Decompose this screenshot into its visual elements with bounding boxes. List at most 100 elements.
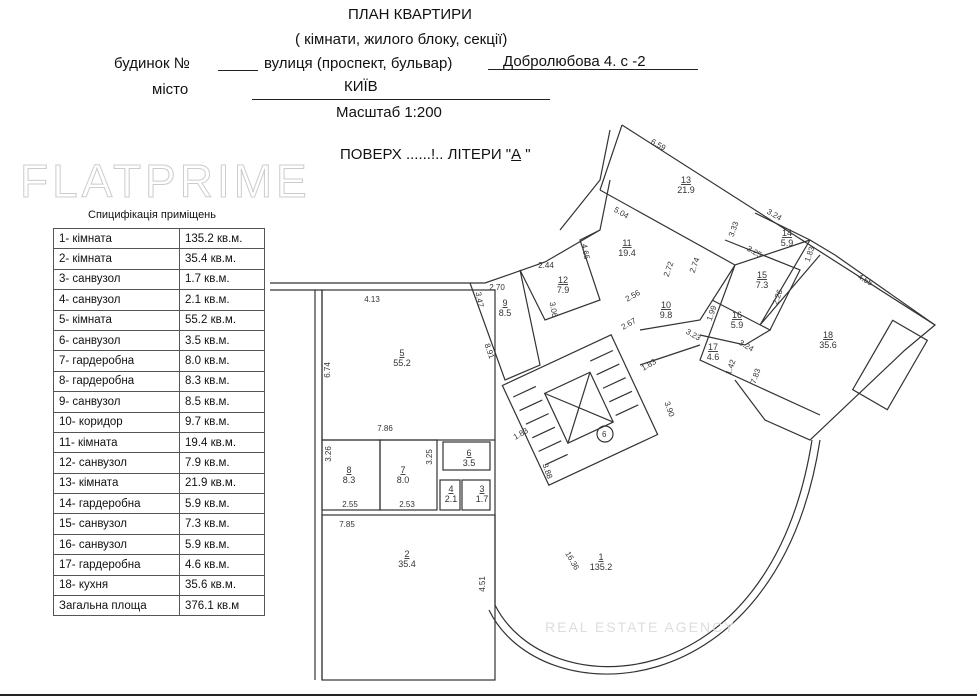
room-number: 14 — [782, 228, 792, 238]
room-number: 13 — [681, 175, 691, 185]
room-number: 16 — [732, 310, 742, 320]
dimension-label: 4.65 — [580, 243, 592, 260]
walls — [270, 124, 936, 681]
room-number: 18 — [823, 330, 833, 340]
room-area-label: 2.1 — [445, 494, 458, 504]
city-line — [252, 99, 550, 100]
dimension-label: 3.25 — [425, 449, 434, 465]
letter-label: .. ЛІТЕРИ " — [435, 146, 512, 163]
room-number: 1 — [598, 552, 603, 562]
dimension-label: 4.55 — [856, 272, 874, 288]
street-line — [488, 69, 698, 70]
dimension-label: 7.85 — [339, 520, 355, 529]
house-label: будинок № — [114, 55, 190, 72]
room-area-label: 7.9 — [557, 285, 570, 295]
room-area-label: 55.2 — [393, 358, 411, 368]
room-area-label: 8.5 — [499, 308, 512, 318]
dimension-label: 5.04 — [612, 205, 630, 221]
room-area-label: 3.5 — [463, 458, 476, 468]
room-number: 6 — [466, 448, 471, 458]
dimension-label: 3.23 — [684, 327, 702, 343]
city-value: КИЇВ — [344, 78, 378, 95]
room-area-label: 5.9 — [781, 238, 794, 248]
room-number: 9 — [502, 298, 507, 308]
dimension-label: 3.90 — [662, 400, 676, 418]
room-area-label: 8.3 — [343, 475, 356, 485]
watermark-subtext: REAL ESTATE AGENCY — [545, 619, 736, 635]
room-area-label: 8.0 — [397, 475, 410, 485]
floor-prefix: ПОВЕРХ ...... — [340, 146, 431, 163]
room-number: 2 — [404, 549, 409, 559]
bottom-border — [0, 694, 977, 696]
room-name: 9- санвузол — [53, 391, 180, 413]
dimension-label: 6.59 — [649, 137, 667, 153]
dimension-label: 2.70 — [489, 283, 505, 292]
dimension-label: 2.72 — [662, 260, 676, 278]
room-area: 8.3 кв.м. — [179, 370, 265, 393]
dimension-label: 3.33 — [727, 220, 741, 238]
dimension-label: 1.83 — [640, 357, 658, 373]
stair-marker: 6 — [602, 430, 607, 439]
room-area-label: 1.7 — [476, 494, 489, 504]
room-area-label: 21.9 — [677, 185, 695, 195]
total-value: 376.1 кв.м — [179, 595, 265, 617]
dimension-label: 3.25 — [745, 244, 763, 260]
dimension-label: 3.06 — [548, 301, 560, 318]
watermark: FLATPRIME REAL ESTATE AGENCY — [20, 155, 736, 636]
dimension-label: 3.47 — [474, 291, 486, 308]
room-name: 15- санвузол — [53, 513, 180, 535]
floor-line: ПОВЕРХ ......!.. ЛІТЕРИ "А " — [340, 146, 531, 163]
floor-value: ! — [430, 146, 436, 163]
dimension-label: 7.86 — [377, 424, 393, 433]
room-area-label: 19.4 — [618, 248, 636, 258]
room-area-label: 5.9 — [731, 320, 744, 330]
total-label: Загальна площа — [53, 595, 180, 617]
room-number: 11 — [622, 238, 631, 248]
dimension-label: 1.99 — [705, 304, 719, 322]
room-area-label: 35.6 — [819, 340, 837, 350]
dimension-label: 3.26 — [324, 446, 333, 462]
letter-value: А — [511, 146, 522, 163]
scale: Масштаб 1:200 — [336, 104, 442, 121]
dimension-label: 2.74 — [688, 256, 702, 274]
room-area: 5.9 кв.м. — [179, 533, 265, 556]
dimension-label: 1.42 — [724, 358, 738, 376]
house-number-line — [218, 70, 258, 71]
dimension-label: 6.74 — [323, 362, 332, 378]
street-label: вулиця (проспект, бульвар) — [264, 55, 453, 72]
dimension-label: 2.67 — [620, 316, 638, 332]
plan-subtitle: ( кімнати, жилого блоку, секції) — [295, 31, 508, 48]
dimension-label: 4.13 — [364, 295, 380, 304]
dimension-label: 2.44 — [538, 261, 554, 270]
room-number: 8 — [346, 465, 351, 475]
watermark-text: FLATPRIME — [20, 155, 311, 207]
room-number: 15 — [757, 270, 767, 280]
room-name: 3- санвузол — [53, 268, 180, 291]
dimension-label: 8.91 — [482, 342, 496, 360]
plan-title: ПЛАН КВАРТИРИ — [348, 6, 472, 23]
room-name: 10- коридор — [53, 411, 180, 433]
dimension-label: 16.36 — [563, 550, 581, 572]
room-area-label: 7.3 — [756, 280, 769, 290]
room-number: 10 — [661, 300, 671, 310]
room-number: 17 — [708, 342, 718, 352]
room-name: 6- санвузол — [53, 329, 180, 352]
room-name: 16- санвузол — [53, 533, 180, 556]
room-number: 7 — [400, 465, 405, 475]
room-area-label: 9.8 — [660, 310, 673, 320]
room-number: 12 — [558, 275, 568, 285]
